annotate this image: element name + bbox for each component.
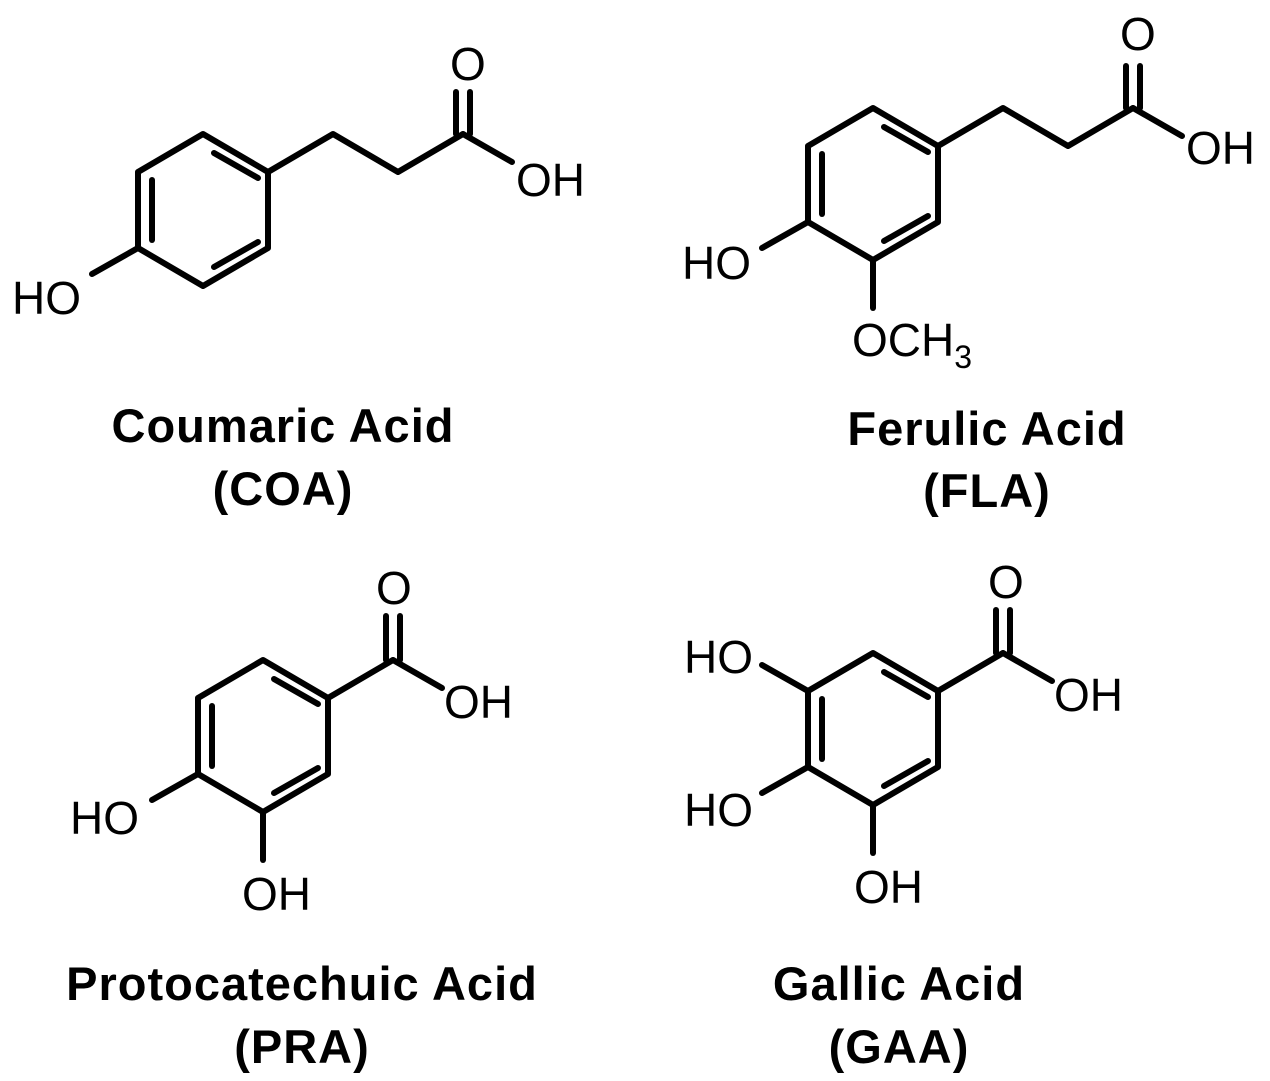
gallic-ring-oh-bottom: OH — [854, 861, 923, 913]
protocatechuic-ring-oh-meta: OH — [242, 868, 311, 920]
ferulic-acid-structure: O OH HO OCH3 — [682, 8, 1255, 375]
gallic-acid-name: Gallic Acid — [773, 957, 1025, 1010]
protocatechuic-acid-oh: OH — [444, 676, 513, 728]
coumaric-acid-name: Coumaric Acid — [112, 399, 455, 452]
ferulic-acid-oh: OH — [1186, 122, 1255, 174]
protocatechuic-ring-oh-para: HO — [70, 792, 139, 844]
ferulic-acid-abbr: (FLA) — [923, 464, 1051, 517]
gallic-ring-oh-top: HO — [684, 631, 753, 683]
protocatechuic-carbonyl-o: O — [376, 562, 412, 614]
coumaric-ring-oh: HO — [12, 272, 81, 324]
gallic-carbonyl-o: O — [988, 556, 1024, 608]
coumaric-bonds — [89, 89, 515, 289]
gallic-ring-oh-mid: HO — [684, 784, 753, 836]
gallic-acid-structure: O OH HO HO OH — [684, 556, 1123, 913]
protocatechuic-acid-structure: O OH HO OH — [70, 562, 513, 920]
ferulic-ring-oh: HO — [682, 237, 751, 289]
protocatechuic-bonds — [149, 613, 445, 863]
gallic-acid-oh: OH — [1054, 669, 1123, 721]
ferulic-acid-name: Ferulic Acid — [847, 402, 1126, 455]
coumaric-carbonyl-o: O — [450, 38, 486, 90]
coumaric-acid-oh: OH — [516, 154, 585, 206]
coumaric-acid-structure: O OH HO — [12, 38, 585, 324]
ferulic-methoxy: OCH3 — [852, 314, 972, 375]
coumaric-acid-abbr: (COA) — [213, 462, 354, 515]
protocatechuic-acid-abbr: (PRA) — [234, 1020, 370, 1073]
ferulic-carbonyl-o: O — [1120, 8, 1156, 60]
ferulic-bonds — [759, 63, 1185, 311]
gallic-acid-abbr: (GAA) — [829, 1020, 970, 1073]
protocatechuic-acid-name: Protocatechuic Acid — [66, 957, 538, 1010]
gallic-bonds — [759, 607, 1055, 856]
